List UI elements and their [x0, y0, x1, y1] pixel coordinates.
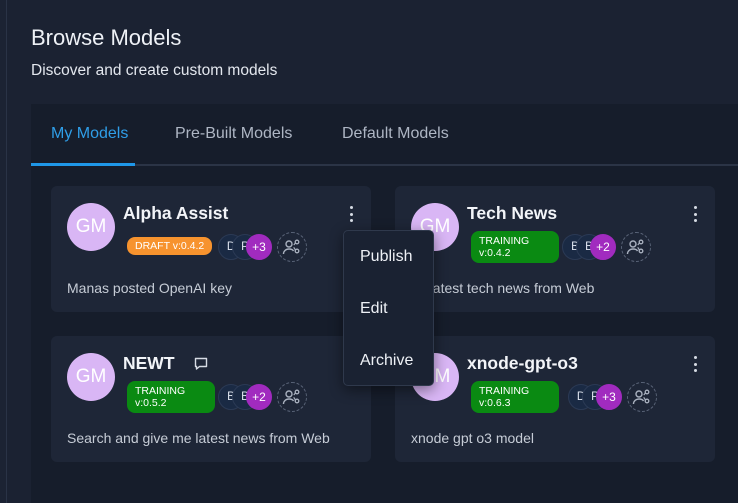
more-users-chip[interactable]: +2 — [590, 234, 616, 260]
tab-pre-built-models[interactable]: Pre-Built Models — [175, 125, 293, 142]
badge-status: TRAINING — [135, 385, 186, 397]
more-users-chip[interactable]: +3 — [246, 234, 272, 260]
badge-status: TRAINING — [479, 385, 530, 397]
share-users-icon[interactable] — [627, 382, 657, 412]
model-card-xnode-gpt-o3[interactable]: GM xnode-gpt-o3 TRAINING v:0.6.3 D P +3 … — [395, 336, 715, 462]
shared-users: B B +2 — [562, 232, 651, 262]
shared-users: D P +3 — [568, 382, 657, 412]
more-users-chip[interactable]: +2 — [246, 384, 272, 410]
model-card-tech-news[interactable]: GM Tech News TRAINING v:0.4.2 B B +2 ch … — [395, 186, 715, 312]
model-card-newt[interactable]: GM NEWT TRAINING v:0.5.2 B B +2 Search a… — [51, 336, 371, 462]
avatar: GM — [67, 353, 115, 401]
card-context-menu: Publish Edit Archive — [343, 230, 434, 386]
card-title: Alpha Assist — [123, 203, 229, 223]
menu-item-publish[interactable]: Publish — [360, 248, 413, 265]
tab-my-models[interactable]: My Models — [51, 125, 129, 142]
tab-default-models[interactable]: Default Models — [342, 125, 449, 142]
shared-users: B B +2 — [218, 382, 307, 412]
avatar: GM — [411, 203, 459, 251]
page-title: Browse Models — [31, 25, 182, 50]
status-badge: TRAINING v:0.4.2 — [471, 231, 559, 263]
badge-status: TRAINING — [479, 235, 530, 247]
card-title: Tech News — [467, 203, 558, 223]
card-title: NEWT — [123, 353, 175, 373]
share-users-icon[interactable] — [277, 382, 307, 412]
badge-version: v:0.5.2 — [135, 397, 167, 409]
card-description: xnode gpt o3 model — [411, 430, 534, 446]
kebab-menu-icon[interactable] — [689, 206, 701, 222]
card-title: xnode-gpt-o3 — [467, 353, 578, 373]
chat-bubble-icon[interactable] — [194, 357, 208, 376]
status-badge: TRAINING v:0.6.3 — [471, 381, 559, 413]
status-badge: DRAFT v:0.4.2 — [127, 237, 213, 255]
shared-users: D P +3 — [218, 232, 307, 262]
avatar: GM — [67, 203, 115, 251]
more-users-chip[interactable]: +3 — [596, 384, 622, 410]
kebab-menu-icon[interactable] — [345, 206, 357, 222]
badge-version: v:0.4.2 — [479, 247, 511, 259]
share-users-icon[interactable] — [621, 232, 651, 262]
menu-item-archive[interactable]: Archive — [360, 352, 414, 369]
active-tab-indicator — [31, 163, 135, 166]
page-subtitle: Discover and create custom models — [31, 62, 278, 79]
card-description: ch latest tech news from Web — [411, 280, 595, 296]
menu-item-edit[interactable]: Edit — [360, 300, 388, 317]
share-users-icon[interactable] — [277, 232, 307, 262]
badge-version: v:0.6.3 — [479, 397, 511, 409]
status-badge: TRAINING v:0.5.2 — [127, 381, 215, 413]
model-card-alpha-assist[interactable]: GM Alpha Assist DRAFT v:0.4.2 D P +3 Man… — [51, 186, 371, 312]
kebab-menu-icon[interactable] — [689, 356, 701, 372]
card-description: Search and give me latest news from Web — [67, 430, 330, 446]
tab-bar: My Models Pre-Built Models Default Model… — [31, 104, 738, 166]
card-description: Manas posted OpenAI key — [67, 280, 232, 296]
